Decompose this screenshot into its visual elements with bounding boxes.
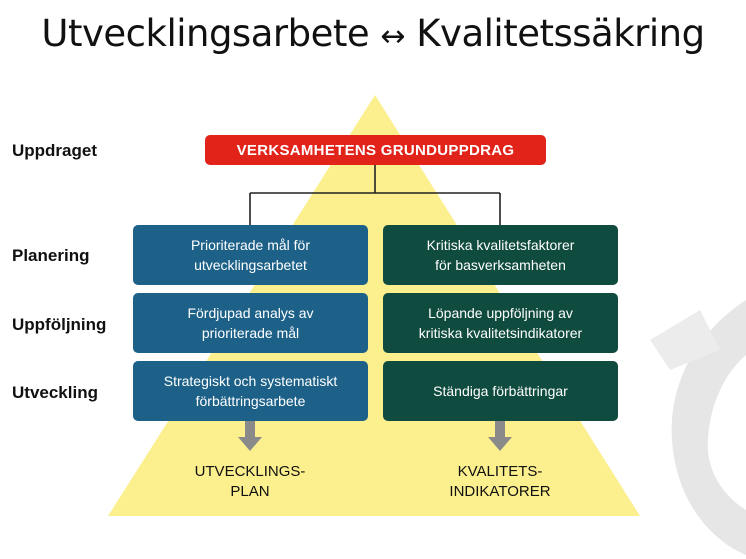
row-label-uppdraget: Uppdraget	[12, 141, 97, 160]
page-title: Utvecklingsarbete ↔ Kvalitetssäkring	[0, 12, 746, 55]
connector-lines	[249, 165, 501, 225]
right-box-uppfoljning: Löpande uppföljning av kritiska kvalitet…	[383, 293, 618, 353]
left-down-arrow-icon	[238, 421, 262, 451]
double-arrow-icon: ↔	[380, 19, 406, 54]
outcome-utvecklingsplan: UTVECKLINGS- PLAN	[194, 463, 306, 500]
row-label-planering: Planering	[12, 246, 90, 265]
left-box-utveckling: Strategiskt och systematiskt förbättring…	[133, 361, 368, 421]
row-label-utveckling: Utveckling	[12, 383, 98, 402]
row-label-uppfoljning: Uppföljning	[12, 315, 107, 334]
title-right: Kvalitetssäkring	[416, 12, 705, 55]
title-left: Utvecklingsarbete	[41, 12, 370, 55]
top-box-grunduppdrag: VERKSAMHETENS GRUNDUPPDRAG	[205, 135, 546, 165]
right-box-utveckling: Ständiga förbättringar	[383, 361, 618, 421]
outcome-kvalitetsindikatorer: KVALITETS- INDIKATORER	[449, 463, 551, 500]
right-down-arrow-icon	[488, 421, 512, 451]
right-box-planering: Kritiska kvalitetsfaktorer för basverksa…	[383, 225, 618, 285]
grey-emblem-icon	[650, 300, 746, 555]
left-box-uppfoljning: Fördjupad analys av prioriterade mål	[133, 293, 368, 353]
left-box-planering: Prioriterade mål för utvecklingsarbetet	[133, 225, 368, 285]
